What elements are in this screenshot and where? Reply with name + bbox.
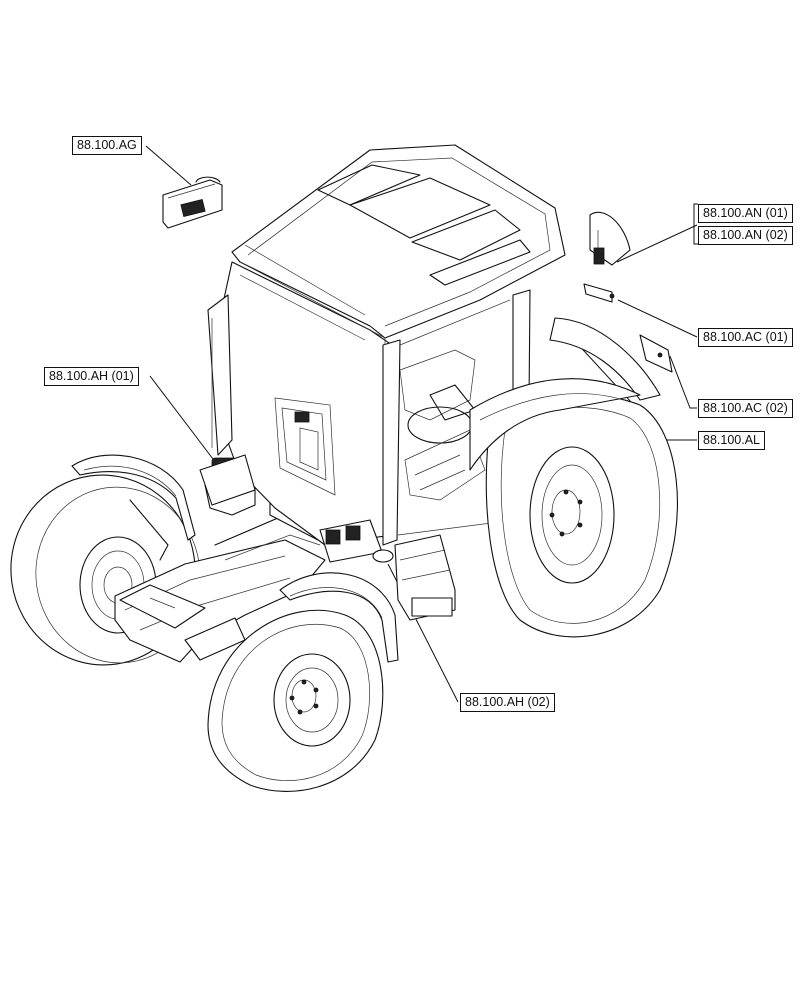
callout-88-100-an-01: 88.100.AN (01) [698,204,793,223]
rear-right-wheel [485,394,678,638]
front-left-wheel [207,609,384,792]
ag-part [162,176,223,229]
front-left-fender [279,572,399,663]
tractor-cab [207,144,631,546]
right-fender [469,283,673,471]
callout-88-100-ac-02: 88.100.AC (02) [698,399,793,418]
callout-88-100-al: 88.100.AL [698,431,765,450]
left-fender [71,454,196,561]
callout-88-100-ah-01: 88.100.AH (01) [44,367,139,386]
callout-88-100-ag: 88.100.AG [72,136,142,155]
callout-88-100-ac-01: 88.100.AC (01) [698,328,793,347]
callout-88-100-ah-02: 88.100.AH (02) [460,693,555,712]
step-assembly [319,519,456,621]
callout-88-100-an-02: 88.100.AN (02) [698,226,793,245]
ah01-part [199,454,256,506]
an-bracket [693,203,698,245]
